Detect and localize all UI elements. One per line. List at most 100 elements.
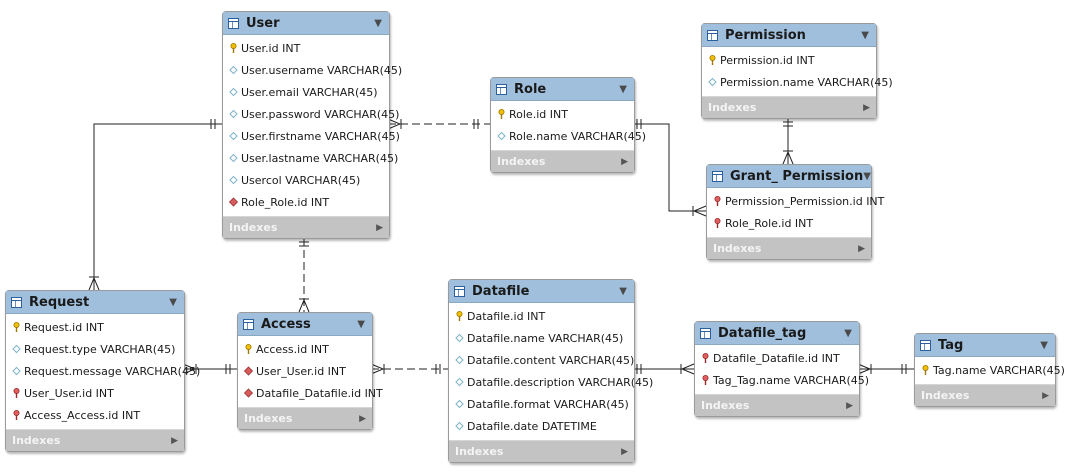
column-row[interactable]: Request.id INT [6,316,184,338]
indexes-section[interactable]: Indexes ▶ [491,150,634,172]
entity-header[interactable]: Role▼ [491,78,634,101]
indexes-section[interactable]: Indexes▶ [702,96,876,118]
column-row[interactable]: Permission_Permission.id INT [707,190,884,212]
column-row[interactable]: Request.message VARCHAR(45) [6,360,200,382]
collapse-caret-icon[interactable]: ▼ [863,170,871,182]
column-diamond-icon [12,366,21,376]
rel-request-user-many [88,276,100,291]
column-row[interactable]: Datafile_Datafile.id INT [238,382,383,404]
collapse-caret-icon[interactable]: ▼ [861,29,869,41]
entity-title: Request [29,294,90,310]
column-row[interactable]: User_User.id INT [6,382,184,404]
column-name: Permission_Permission.id INT [725,194,885,208]
column-row[interactable]: Role.name VARCHAR(45) [491,125,646,147]
expand-arrow-icon[interactable]: ▶ [621,446,628,457]
column-name: Role.id INT [509,107,568,121]
column-diamond-icon [229,175,238,185]
expand-arrow-icon[interactable]: ▶ [1042,390,1049,401]
column-diamond-icon [455,421,464,431]
column-row[interactable]: Role_Role.id INT [223,191,389,213]
entity-grant-permission[interactable]: Grant_ Permission▼ Permission_Permission.… [706,164,884,260]
entity-title: Permission [725,27,806,43]
entity-header[interactable]: Tag ▼ [915,334,1055,357]
entity-header[interactable]: Grant_ Permission▼ [707,165,871,188]
column-row[interactable]: Tag_Tag.name VARCHAR(45) [695,369,869,391]
foreign-primary-key-icon [12,388,21,398]
expand-arrow-icon[interactable]: ▶ [621,156,628,167]
entity-tag[interactable]: Tag ▼ Tag.name VARCHAR(45) Indexes▶ [914,333,1065,407]
table-icon [712,170,723,182]
column-row[interactable]: Datafile.content VARCHAR(45) [449,349,634,371]
expand-arrow-icon[interactable]: ▶ [376,222,383,233]
entity-role[interactable]: Role▼ Role.id INT Role.name VARCHAR(45) Ind… [490,77,646,173]
column-row[interactable]: User.firstname VARCHAR(45) [223,125,400,147]
column-row[interactable]: Datafile.date DATETIME [449,415,634,437]
entity-header[interactable]: Datafile_tag▼ [695,322,859,345]
column-diamond-icon [229,153,238,163]
column-row[interactable]: User.password VARCHAR(45) [223,103,399,125]
entity-header[interactable]: Datafile▼ [449,280,634,303]
expand-arrow-icon[interactable]: ▶ [359,413,366,424]
foreign-key-diamond-icon [243,366,254,376]
entity-header[interactable]: Permission ▼ [702,24,876,47]
collapse-caret-icon[interactable]: ▼ [357,318,365,330]
column-row[interactable]: User_User.id INT [238,360,372,382]
column-row[interactable]: Datafile_Datafile.id INT [695,347,859,369]
collapse-caret-icon[interactable]: ▼ [374,17,382,29]
column-row[interactable]: Datafile.format VARCHAR(45) [449,393,634,415]
column-row[interactable]: Permission.name VARCHAR(45) [702,71,893,93]
column-row[interactable]: User.lastname VARCHAR(45) [223,147,398,169]
column-diamond-icon [229,109,238,119]
column-row[interactable]: Role.id INT [491,103,634,125]
column-name: Datafile_Datafile.id INT [256,386,383,400]
collapse-caret-icon[interactable]: ▼ [844,327,852,339]
entity-title: Tag [938,337,964,353]
indexes-label: Indexes [229,221,278,234]
column-name: Datafile.id INT [467,309,546,323]
column-row[interactable]: Usercol VARCHAR(45) [223,169,389,191]
column-name: Datafile.date DATETIME [467,419,597,433]
collapse-caret-icon[interactable]: ▼ [619,285,627,297]
indexes-section[interactable]: Indexes▶ [6,429,184,451]
rel-datatag-datafile-one [636,364,642,374]
column-row[interactable]: User.email VARCHAR(45) [223,81,389,103]
entity-user[interactable]: User▼User.id INT User.username VARCHAR(45… [222,11,402,239]
entity-header[interactable]: Request ▼ [6,291,184,314]
indexes-section[interactable]: Indexes▶ [695,394,859,416]
indexes-section[interactable]: Indexes ▶ [223,216,389,238]
expand-arrow-icon[interactable]: ▶ [858,243,865,254]
expand-arrow-icon[interactable]: ▶ [863,102,870,113]
expand-arrow-icon[interactable]: ▶ [171,435,178,446]
indexes-section[interactable]: Indexes▶ [915,384,1055,406]
column-row[interactable]: Access.id INT [238,338,372,360]
table-icon [920,339,931,351]
column-row[interactable]: Access_Access.id INT [6,404,184,426]
entity-datafile[interactable]: Datafile▼ Datafile.id INT Datafile.name VA… [448,279,653,463]
collapse-caret-icon[interactable]: ▼ [619,83,627,95]
column-row[interactable]: Request.type VARCHAR(45) [6,338,184,360]
column-row[interactable]: User.username VARCHAR(45) [223,59,402,81]
entity-header[interactable]: Access▼ [238,313,372,336]
entity-header[interactable]: User▼ [223,12,389,35]
collapse-caret-icon[interactable]: ▼ [169,296,177,308]
column-row[interactable]: User.id INT [223,37,389,59]
column-row[interactable]: Datafile.description VARCHAR(45) [449,371,653,393]
column-row[interactable]: Datafile.name VARCHAR(45) [449,327,634,349]
column-name: User.username VARCHAR(45) [241,63,403,77]
column-row[interactable]: Role_Role.id INT [707,212,871,234]
collapse-caret-icon[interactable]: ▼ [1040,339,1048,351]
column-row[interactable]: Permission.id INT [702,49,876,71]
entity-columns: User.id INT User.username VARCHAR(45) User… [223,35,402,216]
indexes-section[interactable]: Indexes▶ [449,440,634,462]
table-icon [707,29,718,41]
indexes-label: Indexes [497,155,546,168]
indexes-section[interactable]: Indexes▶ [707,237,871,259]
column-row[interactable]: Datafile.id INT [449,305,634,327]
expand-arrow-icon[interactable]: ▶ [846,400,853,411]
column-row[interactable]: Tag.name VARCHAR(45) [915,359,1065,381]
indexes-section[interactable]: Indexes▶ [238,407,372,429]
